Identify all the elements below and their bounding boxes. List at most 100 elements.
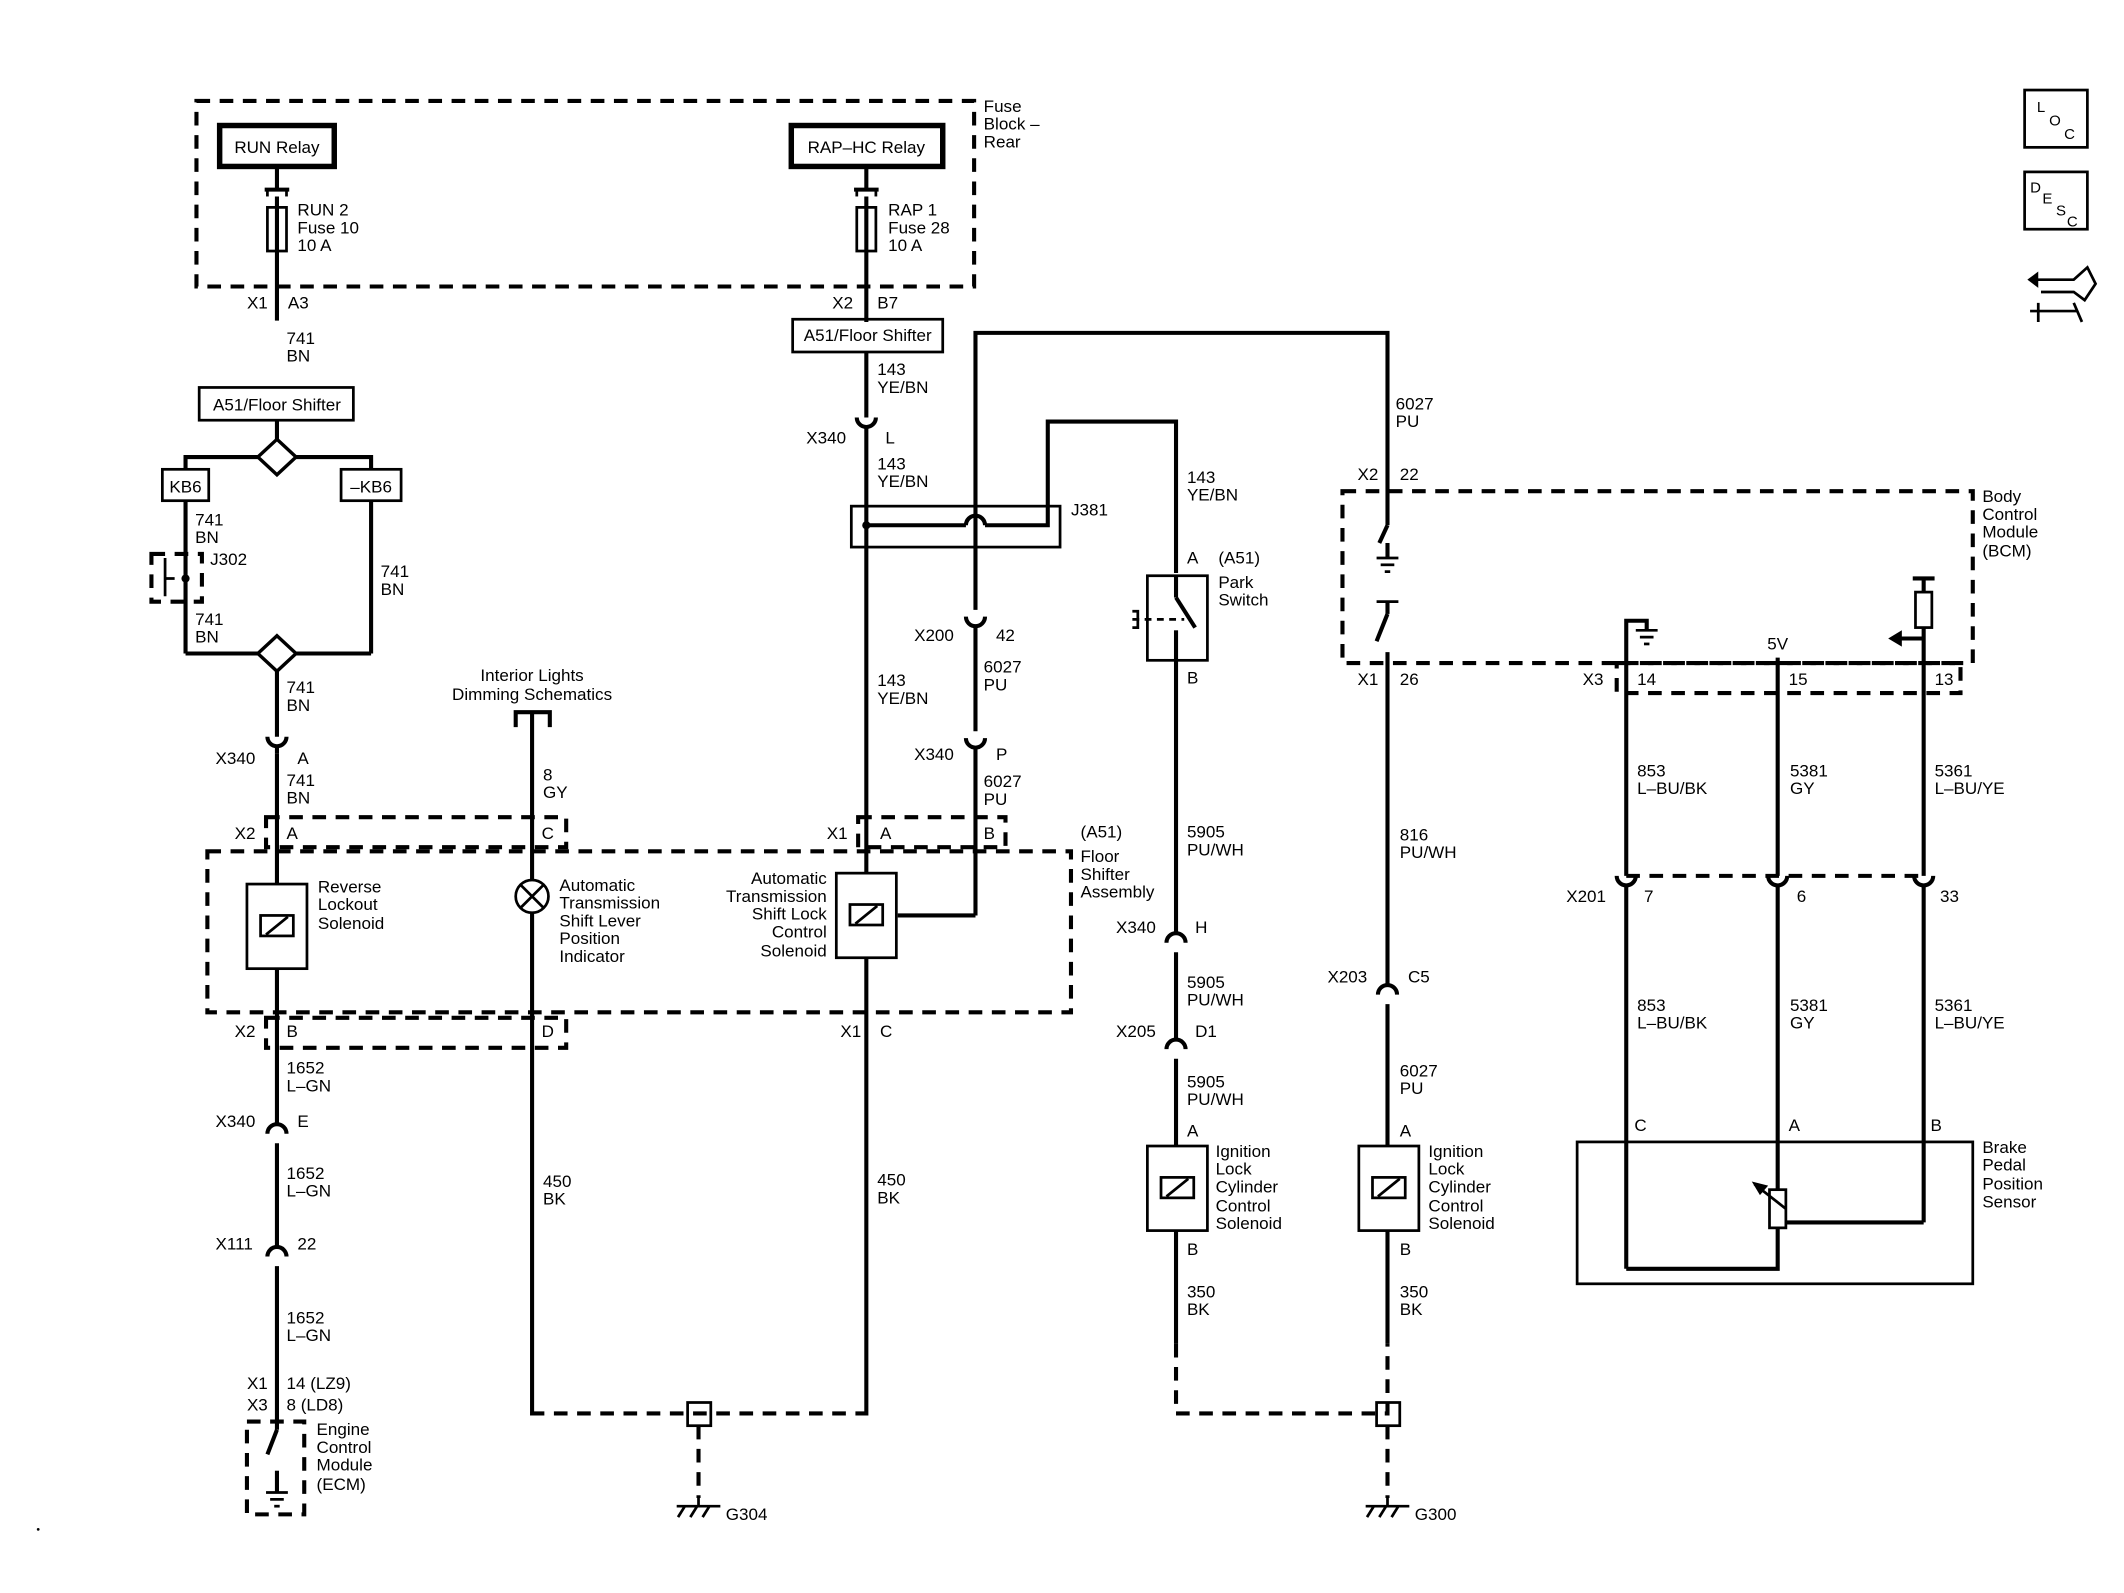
pin-label: 22 [297,1235,316,1254]
component-label: Control [317,1438,372,1457]
fuse-label: Fuse 28 [888,218,950,237]
circuit-number: 853 [1637,761,1665,780]
wire-color: L–BU/YE [1935,1014,2005,1033]
wire-color: PU/WH [1187,1090,1244,1109]
pin-label: L [885,428,894,447]
bcm-ignition-switch [1374,524,1399,642]
bcm-pullup-resistor [1888,576,1935,876]
fuse-label: RUN 2 [297,201,348,220]
component-label: Control [1982,505,2037,524]
circuit-number: 5361 [1935,761,1973,780]
desc-button[interactable]: D E S C [2023,170,2089,231]
wire-color: L–GN [287,1326,332,1345]
wire-color: PU [984,675,1008,694]
wire-color: BN [287,347,311,366]
pin-label: 14 [1637,670,1656,689]
pin-label: B [1400,1240,1411,1259]
pin-label: B [1187,1240,1198,1259]
rap-hc-relay [788,122,946,170]
connector-label: J381 [1071,501,1108,520]
pin-label: 15 [1789,670,1808,689]
circuit-number: 5905 [1187,973,1225,992]
wire-color: PU [984,790,1008,809]
option-label: –KB6 [350,478,392,497]
circuit-number: 741 [195,510,223,529]
component-label: Indicator [559,947,625,966]
wire-color: BN [381,580,405,599]
connector-label: X1 [827,824,848,843]
pin-label: 26 [1400,670,1419,689]
connector-label: X3 [247,1396,268,1415]
component-label: Engine [317,1420,370,1439]
circuit-number: 6027 [1396,394,1434,413]
pin-label: P [996,745,1007,764]
circuit-number: 741 [287,678,315,697]
inline-connector [963,737,988,750]
connector-tool-icon[interactable] [2027,265,2098,323]
option-label: A51/Floor Shifter [804,326,932,345]
component-label: Module [1982,523,2038,542]
ground-dashed-bus [1173,1343,1390,1416]
pin-label: 14 (LZ9) [287,1374,351,1393]
circuit-number: 143 [1187,468,1215,487]
ground-label: G300 [1415,1505,1457,1524]
x1-connector-top [856,815,1008,850]
pin-label: C5 [1408,967,1430,986]
pin-label: D1 [1195,1022,1217,1041]
component-label: Lock [1216,1160,1252,1179]
wire-color: YE/BN [877,689,928,708]
wire-color: L–GN [287,1181,332,1200]
svg-text:C: C [2067,213,2078,230]
wire-color: PU/WH [1187,840,1244,859]
wire-color: L–BU/BK [1637,1014,1708,1033]
wire-color: BK [877,1188,900,1207]
component-label: Reverse [318,877,381,896]
connector-label: J302 [210,550,247,569]
component-label: Solenoid [760,941,826,960]
inline-connector [854,417,878,430]
reference-label: Dimming Schematics [452,685,612,704]
x2-connector-bottom [263,1015,569,1050]
wire-color: BK [1187,1300,1210,1319]
connector-label: X2 [832,293,853,312]
svg-text:L: L [2037,99,2045,116]
component-label: Assembly [1081,883,1155,902]
inline-connector [1164,931,1188,943]
fuse-label: Fuse 10 [297,218,359,237]
inline-connector [265,736,289,749]
circuit-number: 853 [1637,996,1665,1015]
component-label: Pedal [1982,1156,2026,1175]
circuit-number: 8 [543,765,552,784]
circuit-number: 6027 [1400,1061,1438,1080]
inline-connector [1375,982,1400,995]
option-label: (A51) [1081,823,1123,842]
ground-label: G304 [726,1505,768,1524]
svg-text:O: O [2049,113,2061,130]
circuit-number: 741 [195,610,223,629]
ground-g304-icon [676,1498,721,1518]
component-label: Lockout [318,895,378,914]
pin-label: E [297,1112,308,1131]
voltage-label: 5V [1767,634,1788,653]
bcm-outline [1340,489,1975,666]
pin-label: 33 [1940,887,1959,906]
pin-label: B [1930,1116,1941,1135]
component-label: Shifter [1081,865,1131,884]
wire-color: L–BU/YE [1935,779,2005,798]
pin-label: C [1634,1116,1646,1135]
brake-pedal-position-sensor [1575,1140,1975,1286]
fuse-block-rear-outline [194,98,977,289]
connector-label: X201 [1566,887,1606,906]
run-fuse-10 [264,166,290,321]
loc-button[interactable]: L O C [2023,88,2089,149]
reference-label: Interior Lights [480,666,583,685]
circuit-number: 5905 [1187,1072,1225,1091]
fuse-block-label: Fuse [984,97,1022,116]
connector-label: X1 [247,293,268,312]
component-label: Automatic [751,869,827,888]
splice-diamond [255,436,299,478]
component-label: Lock [1428,1160,1464,1179]
connector-label: X2 [235,1022,256,1041]
pin-label: B7 [877,293,898,312]
fuse-label: RAP 1 [888,201,937,220]
